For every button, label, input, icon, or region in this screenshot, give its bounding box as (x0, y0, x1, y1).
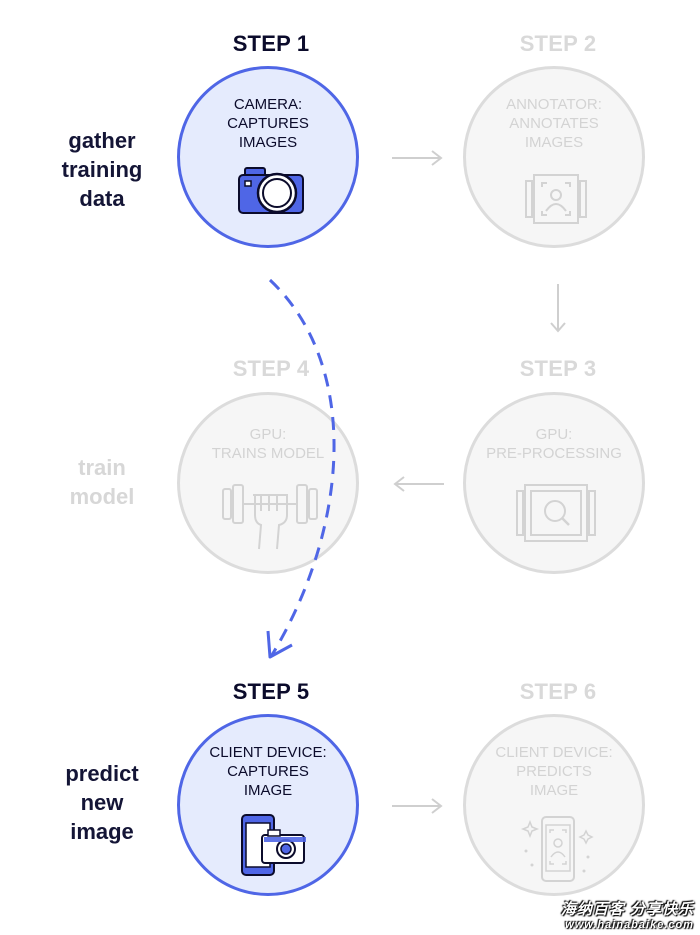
watermark: 海纳百客 分享快乐 www.hainabaike.com (561, 898, 694, 931)
step-6-title: STEP 6 (519, 679, 597, 704)
phone-camera-icon (241, 814, 306, 876)
arrow-left (393, 476, 444, 492)
magnify-frame-icon (516, 484, 596, 542)
step-3-title: STEP 3 (519, 356, 597, 381)
arrow-right-2 (392, 798, 443, 814)
step-4-title: STEP 4 (232, 356, 310, 381)
phone-predict-icon (520, 816, 594, 882)
side-label-predict: predict new image (65, 761, 139, 844)
step-2-circle: ANNOTATOR: ANNOTATES IMAGES (463, 66, 645, 248)
annotate-frame-icon (525, 174, 587, 224)
step-4-text: GPU: TRAINS MODEL (211, 426, 325, 462)
watermark-line-1: 海纳百客 分享快乐 (560, 901, 694, 918)
step-2-text: ANNOTATOR: ANNOTATES IMAGES (506, 96, 602, 151)
step-5-circle: CLIENT DEVICE: CAPTURES IMAGE (177, 714, 359, 896)
step-1-title: STEP 1 (232, 31, 310, 56)
dumbbell-icon (222, 484, 318, 550)
arrow-down (550, 284, 566, 333)
step-4-circle: GPU: TRAINS MODEL (177, 392, 359, 574)
step-6-text: CLIENT DEVICE: PREDICTS IMAGE (495, 744, 613, 799)
camera-icon (238, 167, 304, 214)
step-3-circle: GPU: PRE-PROCESSING (463, 392, 645, 574)
side-label-train: train model (69, 455, 135, 509)
step-3-text: GPU: PRE-PROCESSING (486, 426, 622, 462)
side-label-gather: gather training data (61, 128, 143, 211)
step-6-circle: CLIENT DEVICE: PREDICTS IMAGE (463, 714, 645, 896)
step-1-text: CAMERA: CAPTURES IMAGES (227, 96, 309, 151)
step-5-title: STEP 5 (232, 679, 310, 704)
watermark-line-2: www.hainabaike.com (565, 919, 694, 931)
dashed-flow-arrow (266, 278, 336, 659)
step-1-circle: CAMERA: CAPTURES IMAGES (177, 66, 359, 248)
step-2-title: STEP 2 (519, 31, 597, 56)
step-5-text: CLIENT DEVICE: CAPTURES IMAGE (209, 744, 327, 799)
arrow-right-1 (392, 150, 443, 166)
